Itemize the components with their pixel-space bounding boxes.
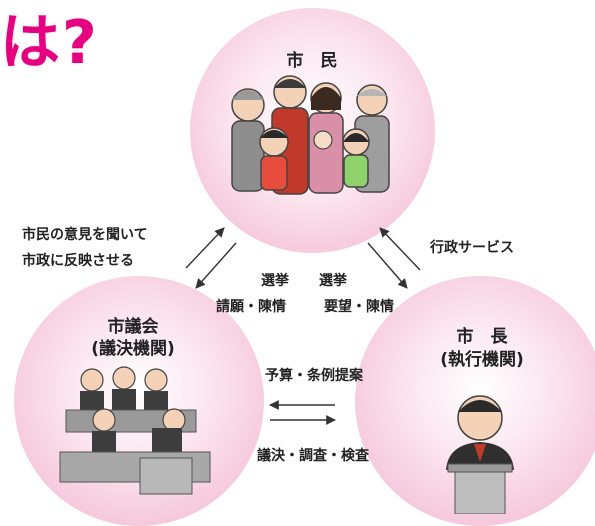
heading-fragment: は?: [0, 7, 99, 80]
assembly-circle: [14, 276, 264, 526]
budget-label: 予算・条例提案: [265, 368, 363, 384]
mayor-label-line1: 市 長: [456, 327, 508, 347]
resolution-label: 議決・調査・検査: [257, 448, 369, 464]
diagram-stage: は?: [0, 7, 595, 526]
request-label-right: 要望・陳情: [324, 299, 394, 315]
arrows: [185, 227, 421, 425]
mayor-illustration: [446, 395, 514, 514]
citizens-label: 市 民: [286, 51, 338, 71]
arrow-citizens-to-mayor: [367, 242, 408, 289]
election-label-left: 選挙: [261, 273, 289, 289]
opinion-label-line2: 市政に反映させる: [22, 253, 134, 269]
assembly-label-line2: (議決機関): [91, 339, 175, 359]
opinion-label-line1: 市民の意見を聞いて: [22, 227, 148, 243]
petition-label-left: 請願・陳情: [216, 299, 286, 315]
illustrations: [59, 75, 514, 514]
assembly-illustration: [59, 366, 211, 495]
arrow-assembly-to-citizens: [185, 227, 225, 269]
arrow-citizens-to-assembly: [195, 242, 237, 289]
assembly-label-line1: 市議会: [107, 317, 159, 337]
family-illustration: [231, 75, 390, 195]
admin-service-label: 行政サービス: [430, 240, 514, 256]
election-label-right: 選挙: [319, 273, 347, 289]
mayor-label-line2: (執行機関): [440, 350, 524, 370]
arrow-mayor-to-citizens: [379, 227, 421, 271]
